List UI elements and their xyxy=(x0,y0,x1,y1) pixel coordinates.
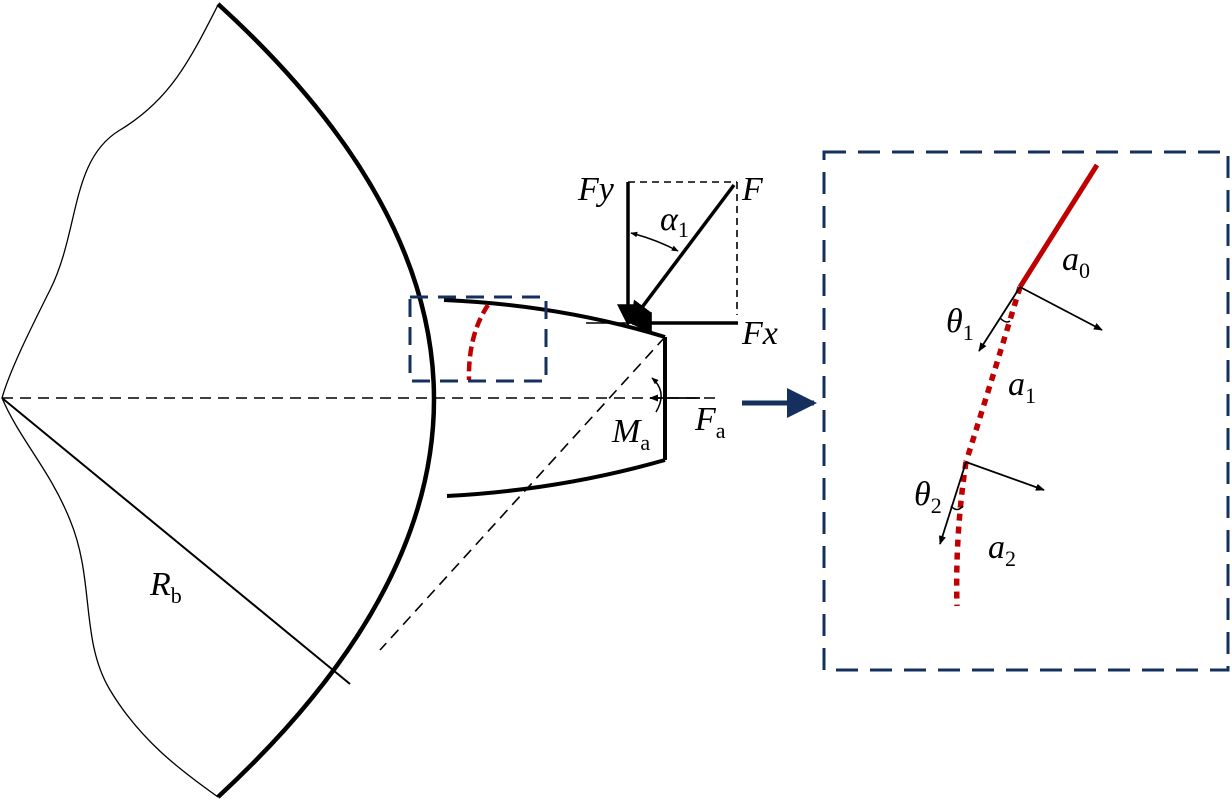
crack-segment-a1 xyxy=(963,286,1023,463)
label-f: F xyxy=(741,171,764,208)
alpha-angle-arc xyxy=(630,231,679,252)
label-a2: a2 xyxy=(988,529,1016,571)
label-a1: a1 xyxy=(1008,366,1036,408)
label-theta2: θ2 xyxy=(914,476,942,518)
label-fy: Fy xyxy=(577,171,615,208)
label-a0: a0 xyxy=(1062,241,1090,283)
label-fa: Fa xyxy=(694,401,726,443)
ma-moment-arc xyxy=(651,377,662,413)
body-boundary-lower xyxy=(1,397,219,798)
enlarged-crack-view xyxy=(822,150,1230,672)
gear-tooth xyxy=(408,295,667,498)
tooth-lower-profile xyxy=(446,458,666,498)
normal-arrow-1 xyxy=(1019,286,1103,331)
label-theta1: θ1 xyxy=(946,303,974,345)
theta2-arc xyxy=(950,505,964,511)
f-arrow xyxy=(629,183,736,324)
label-ma: Ma xyxy=(611,413,650,455)
theta1-arc xyxy=(999,317,1011,323)
base-circle-arc xyxy=(216,2,437,799)
direction-arrow-1 xyxy=(978,286,1021,352)
label-alpha1: α1 xyxy=(660,201,689,242)
root-crack xyxy=(466,303,490,381)
zoom-region-box xyxy=(408,295,548,383)
direction-arrow-2 xyxy=(939,461,967,545)
crack-segment-a0 xyxy=(1017,163,1100,289)
tip-dashed-line xyxy=(379,336,666,651)
radius-line xyxy=(1,397,351,685)
gear-body xyxy=(1,2,715,799)
force-diagram xyxy=(586,181,738,413)
normal-arrow-2 xyxy=(965,461,1045,491)
enlarged-frame xyxy=(822,150,1230,672)
crack-segment-a2 xyxy=(953,461,969,607)
label-rb: Rb xyxy=(149,566,182,608)
label-fx: Fx xyxy=(741,315,778,352)
body-boundary-upper xyxy=(1,4,219,399)
